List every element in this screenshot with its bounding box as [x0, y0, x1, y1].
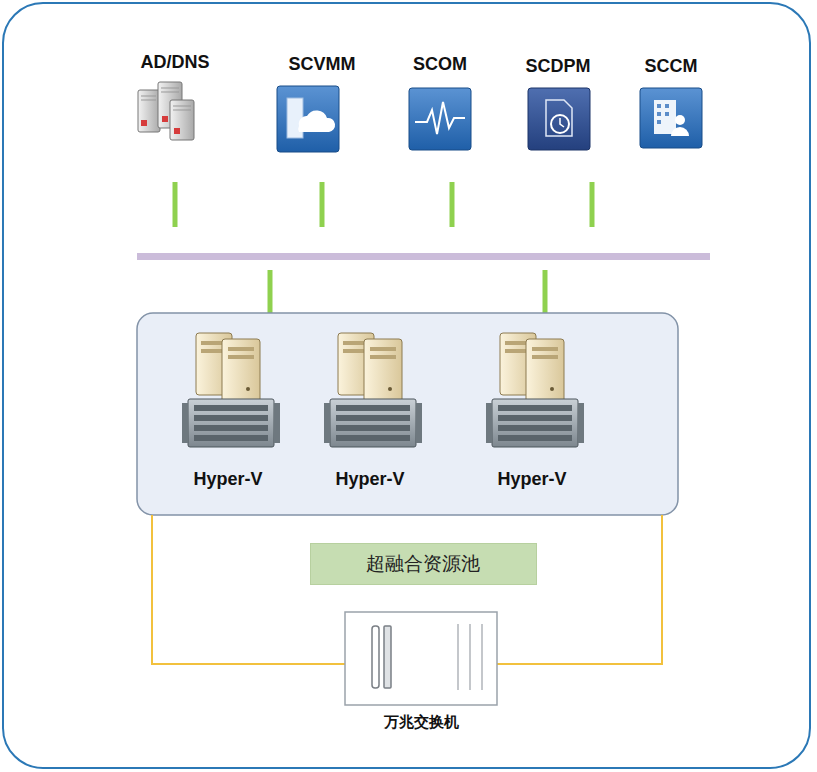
- network-bus: [137, 253, 710, 260]
- server-icon: [174, 128, 180, 134]
- switch-icon: [384, 626, 391, 688]
- server-icon: [138, 90, 160, 132]
- switch-node: 万兆交换机: [341, 608, 501, 732]
- management-node: SCVMM: [262, 54, 382, 154]
- scvmm-icon: [277, 86, 339, 152]
- bus-link: [543, 270, 548, 316]
- server-icon: [141, 88, 191, 110]
- switch-icon: [345, 612, 497, 705]
- switch-icon: [458, 624, 482, 690]
- server-node: AD/DNS: [115, 52, 235, 144]
- sccm-icon: [640, 88, 702, 148]
- switch-icon: [345, 612, 497, 705]
- server-icon: [173, 110, 191, 111]
- scvmm-icon: [298, 110, 335, 132]
- node-label: SCVMM: [289, 54, 356, 75]
- server-icon: [141, 120, 147, 126]
- server-icon: [141, 100, 156, 101]
- server-icon: [162, 116, 168, 122]
- switch-icon: [372, 626, 379, 688]
- sccm-icon: [657, 104, 669, 124]
- bus-link: [590, 182, 595, 227]
- hyperv-node: Hyper-V: [305, 328, 435, 490]
- sccm-icon: [657, 120, 661, 124]
- scdpm-icon: [560, 118, 564, 127]
- sccm-icon: [657, 112, 661, 116]
- sccm-icon: [665, 112, 669, 116]
- pool-label-box: 超融合资源池: [310, 543, 537, 585]
- bus-link: [450, 182, 455, 227]
- scdpm-icon: [551, 115, 569, 133]
- node-label: SCCM: [645, 56, 698, 77]
- server-icon: [173, 106, 191, 107]
- scvmm-icon: [277, 86, 339, 152]
- server-icon: [161, 92, 179, 93]
- switch-icon: [481, 624, 483, 690]
- node-label: SCDPM: [525, 56, 590, 77]
- bus-link: [268, 270, 273, 316]
- sccm-icon: [675, 115, 685, 125]
- bus-link: [320, 182, 325, 227]
- bus-link: [173, 182, 178, 227]
- hyperv-server-icon: [486, 333, 584, 447]
- management-node: SCDPM: [498, 56, 618, 152]
- sccm-icon: [640, 88, 702, 148]
- node-label: Hyper-V: [335, 469, 404, 490]
- node-label: Hyper-V: [193, 469, 262, 490]
- node-label: SCOM: [413, 54, 467, 75]
- sccm-icon: [654, 100, 676, 134]
- hyperv-server-icon: [182, 333, 280, 447]
- resource-pool-panel: [137, 313, 678, 515]
- hyperv-node: Hyper-V: [163, 328, 293, 490]
- outer-frame: [3, 3, 810, 768]
- scom-icon: [409, 88, 471, 150]
- server-icon: [141, 96, 156, 97]
- switch-link: [497, 515, 662, 664]
- bus-link: [175, 182, 592, 316]
- switch-icon: [457, 624, 459, 690]
- node-label: 万兆交换机: [384, 713, 459, 732]
- scdpm-icon: [528, 88, 590, 150]
- sccm-icon: [665, 104, 669, 108]
- server-icon: [170, 100, 194, 140]
- scdpm-icon: [528, 88, 590, 150]
- switch-link: [152, 515, 345, 664]
- management-node: SCCM: [616, 56, 726, 150]
- sccm-icon: [657, 104, 661, 108]
- scom-icon: [409, 88, 471, 150]
- switch-icon: [469, 624, 471, 690]
- node-label: Hyper-V: [497, 469, 566, 490]
- hyperv-node: Hyper-V: [467, 328, 597, 490]
- server-icon: [138, 82, 194, 140]
- sccm-icon: [671, 127, 689, 136]
- node-label: AD/DNS: [140, 52, 209, 73]
- scom-icon: [415, 102, 465, 134]
- scdpm-icon: [546, 100, 572, 136]
- hyperv-server-icon: [324, 333, 422, 447]
- management-node: SCOM: [380, 54, 500, 152]
- node-label: 超融合资源池: [366, 551, 480, 577]
- server-icon: [161, 88, 179, 89]
